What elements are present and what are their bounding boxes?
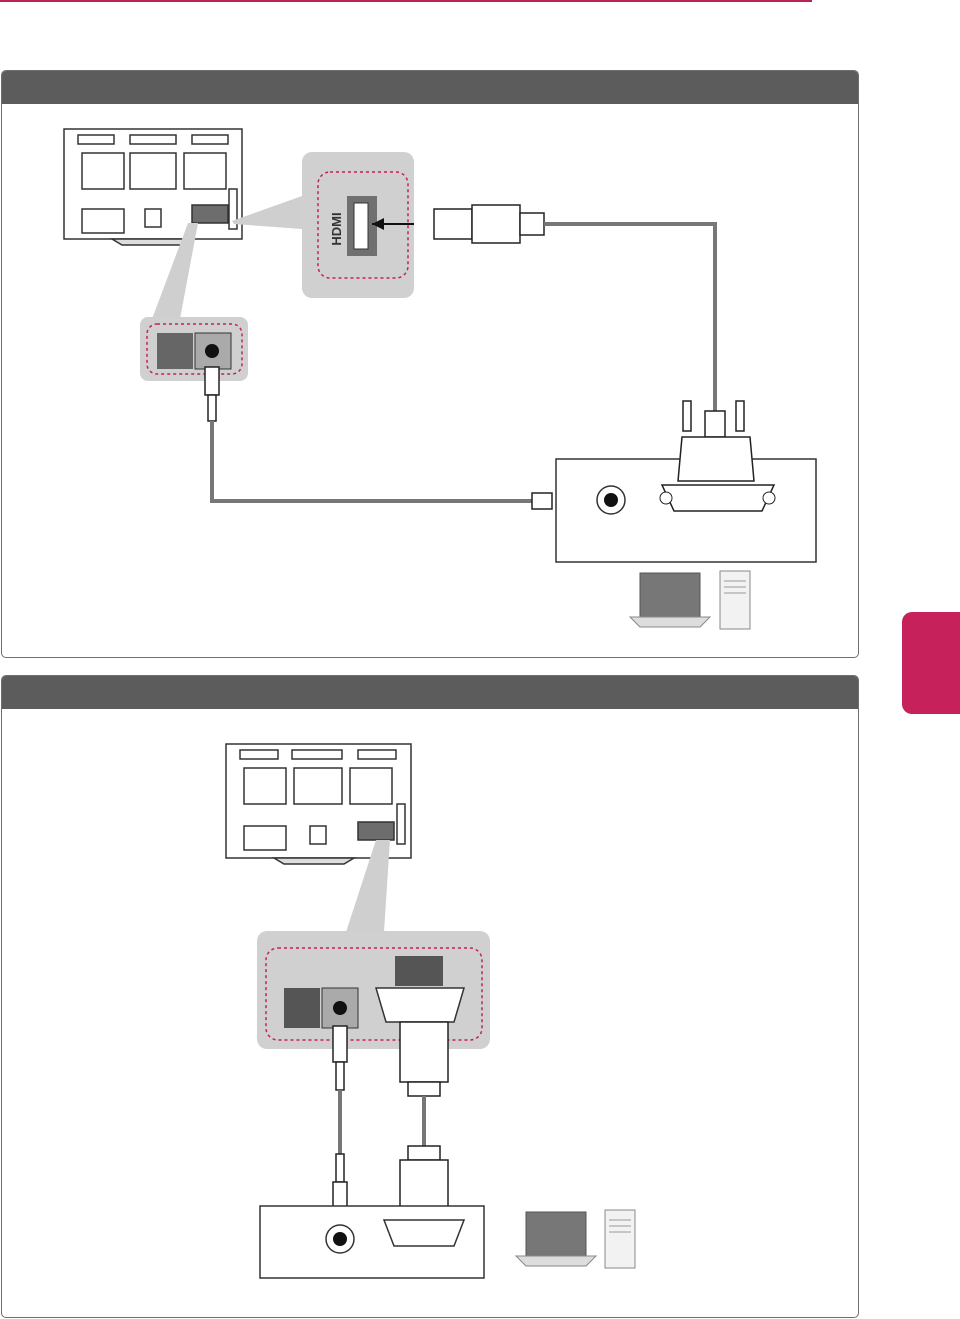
connection-panel-hdmi-dvi: HDMI [1, 70, 859, 658]
pc-rgb-port [384, 1220, 464, 1246]
laptop-icon [630, 573, 710, 627]
rgb-diagram [2, 676, 858, 1317]
laptop-icon [516, 1212, 596, 1266]
hdmi-port-label: HDMI [329, 212, 344, 245]
audio-port-callout [140, 317, 248, 381]
audio-jack [333, 1026, 347, 1216]
audio-jack [205, 367, 588, 513]
hdmi-dvi-diagram: HDMI [2, 71, 858, 657]
rgb-dsub-plug [400, 1022, 448, 1216]
hdmi-dvi-cable [544, 224, 715, 416]
rgb-audio-port-callout [257, 931, 490, 1049]
dvi-plug [660, 401, 775, 511]
desktop-tower-icon [605, 1210, 635, 1268]
tv-back-icon [64, 129, 242, 245]
top-rule [0, 0, 812, 2]
chapter-side-tab [902, 612, 960, 714]
connection-panel-rgb [1, 675, 859, 1318]
desktop-tower-icon [720, 571, 750, 629]
